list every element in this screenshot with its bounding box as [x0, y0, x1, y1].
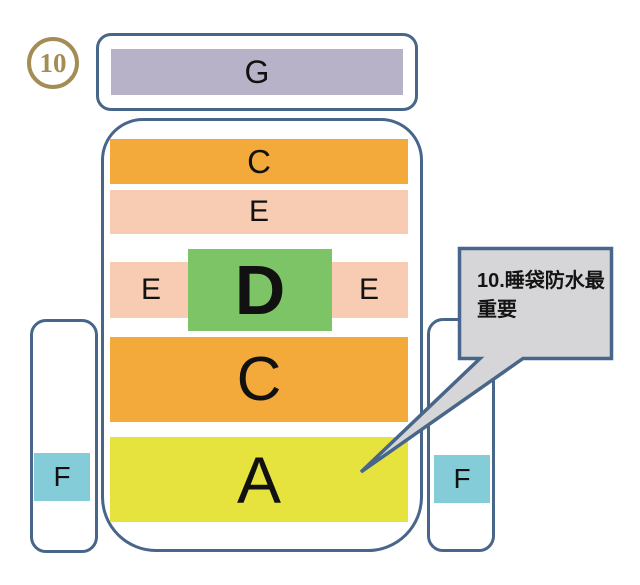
compartment-g: G — [111, 49, 403, 95]
backpack-main-body: C E E D E C A — [101, 118, 423, 552]
compartment-d-center: D — [188, 249, 332, 331]
compartment-a-bottom: A — [110, 437, 408, 522]
compartment-e-right: E — [330, 262, 408, 318]
side-pocket-right: F — [427, 318, 495, 552]
pocket-f-left: F — [34, 453, 90, 501]
pocket-f-right: F — [434, 455, 490, 503]
callout-note: 10.睡袋防水最重要 — [477, 270, 605, 321]
compartment-e-left: E — [110, 262, 192, 318]
compartment-c-large: C — [110, 337, 408, 422]
compartment-e-top: E — [110, 190, 408, 234]
backpack-lid: G — [96, 33, 418, 111]
item-number-badge: 10 — [27, 37, 79, 89]
compartment-c-top: C — [110, 139, 408, 184]
side-pocket-left: F — [30, 319, 98, 553]
